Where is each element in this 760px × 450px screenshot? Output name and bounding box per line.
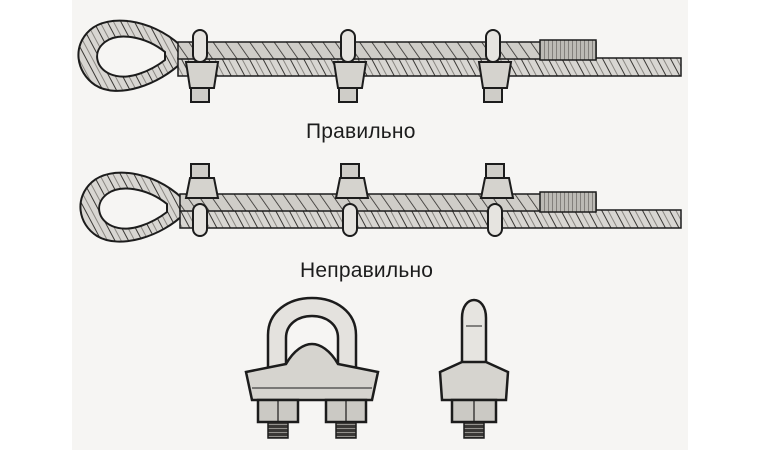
clamp-2 [334,163,370,237]
u-bolt-clamp-front-icon [244,296,380,439]
dead-end-rope [179,193,597,212]
correct-label: Правильно [306,120,416,143]
clamp-1 [184,163,220,237]
main-rope [179,209,682,229]
rope-end-seizing [539,39,597,61]
main-rope [177,57,682,77]
clamp-3 [477,29,513,103]
rope-end-seizing [539,191,597,213]
thimble-eye [77,19,184,92]
clamp-3 [479,163,515,237]
incorrect-label: Неправильно [300,259,434,282]
row-incorrect-rigging [79,163,682,243]
row-correct-rigging [77,19,682,103]
dead-end-rope [177,41,597,60]
thimble-eye [79,171,186,243]
clamp-2 [332,29,368,103]
u-bolt-clamp-side-icon [438,298,510,439]
clamp-1 [184,29,220,103]
